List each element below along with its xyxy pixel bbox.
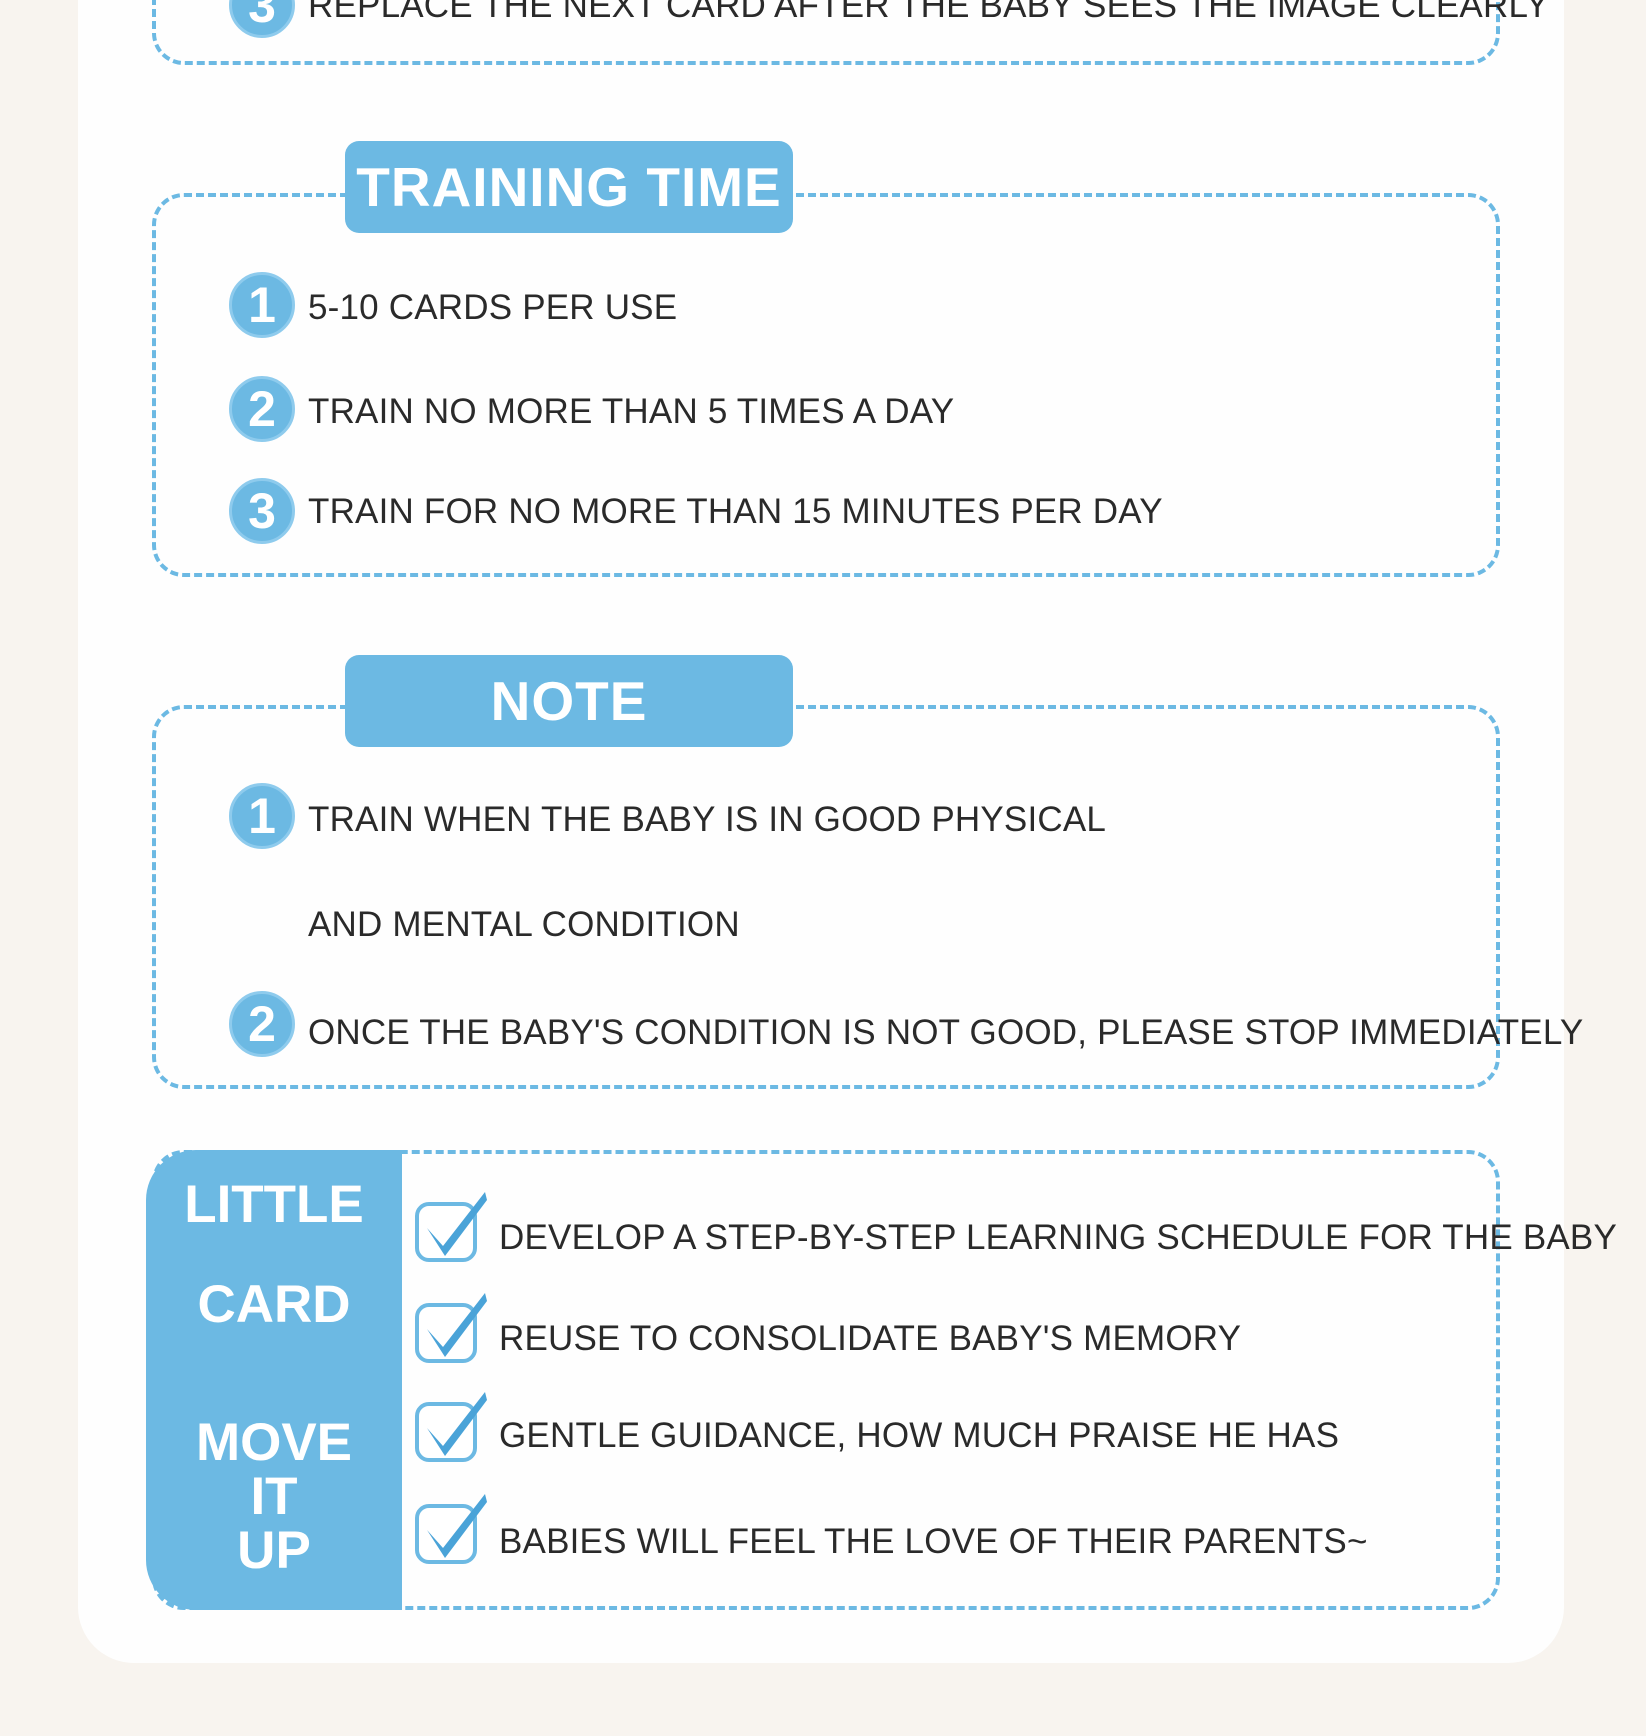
checklist-item-3-text: GENTLE GUIDANCE, HOW MUCH PRAISE HE HAS bbox=[499, 1416, 1340, 1455]
little-card-sidebar: LITTLE CARD MOVE IT UP bbox=[146, 1150, 402, 1610]
note-item-1-line1: TRAIN WHEN THE BABY IS IN GOOD PHYSICAL bbox=[308, 800, 1107, 839]
note-box bbox=[152, 705, 1500, 1089]
note-item-1-line2: AND MENTAL CONDITION bbox=[308, 905, 740, 944]
checkbox-checked-icon bbox=[415, 1293, 487, 1363]
sidebar-word-up: UP bbox=[237, 1521, 311, 1580]
training-item-3-text: TRAIN FOR NO MORE THAN 15 MINUTES PER DA… bbox=[308, 492, 1163, 531]
sidebar-word-it: IT bbox=[250, 1467, 298, 1526]
number-2-icon: 2 bbox=[229, 376, 295, 442]
training-time-heading: TRAINING TIME bbox=[345, 141, 793, 233]
number-3-icon: 3 bbox=[229, 478, 295, 544]
number-2-icon: 2 bbox=[229, 991, 295, 1057]
checkbox-checked-icon bbox=[415, 1192, 487, 1262]
note-heading: NOTE bbox=[345, 655, 793, 747]
number-3-icon: 3 bbox=[229, 0, 295, 38]
checklist-item-4-text: BABIES WILL FEEL THE LOVE OF THEIR PAREN… bbox=[499, 1522, 1368, 1561]
number-1-icon: 1 bbox=[229, 272, 295, 338]
training-item-1-text: 5-10 CARDS PER USE bbox=[308, 288, 678, 327]
checkbox-checked-icon bbox=[415, 1494, 487, 1564]
number-1-icon: 1 bbox=[229, 783, 295, 849]
note-item-2-text: ONCE THE BABY'S CONDITION IS NOT GOOD, P… bbox=[308, 1013, 1584, 1052]
training-item-2-text: TRAIN NO MORE THAN 5 TIMES A DAY bbox=[308, 392, 955, 431]
step-3-text: REPLACE THE NEXT CARD AFTER THE BABY SEE… bbox=[308, 0, 1550, 25]
checklist-item-2-text: REUSE TO CONSOLIDATE BABY'S MEMORY bbox=[499, 1319, 1242, 1358]
steps-box bbox=[152, 0, 1500, 65]
sidebar-word-move: MOVE bbox=[195, 1413, 353, 1472]
training-time-box bbox=[152, 193, 1500, 577]
checklist-item-1-text: DEVELOP A STEP-BY-STEP LEARNING SCHEDULE… bbox=[499, 1218, 1618, 1257]
checkbox-checked-icon bbox=[415, 1392, 487, 1462]
sidebar-word-card: CARD bbox=[197, 1275, 351, 1334]
sidebar-word-little: LITTLE bbox=[184, 1175, 364, 1234]
